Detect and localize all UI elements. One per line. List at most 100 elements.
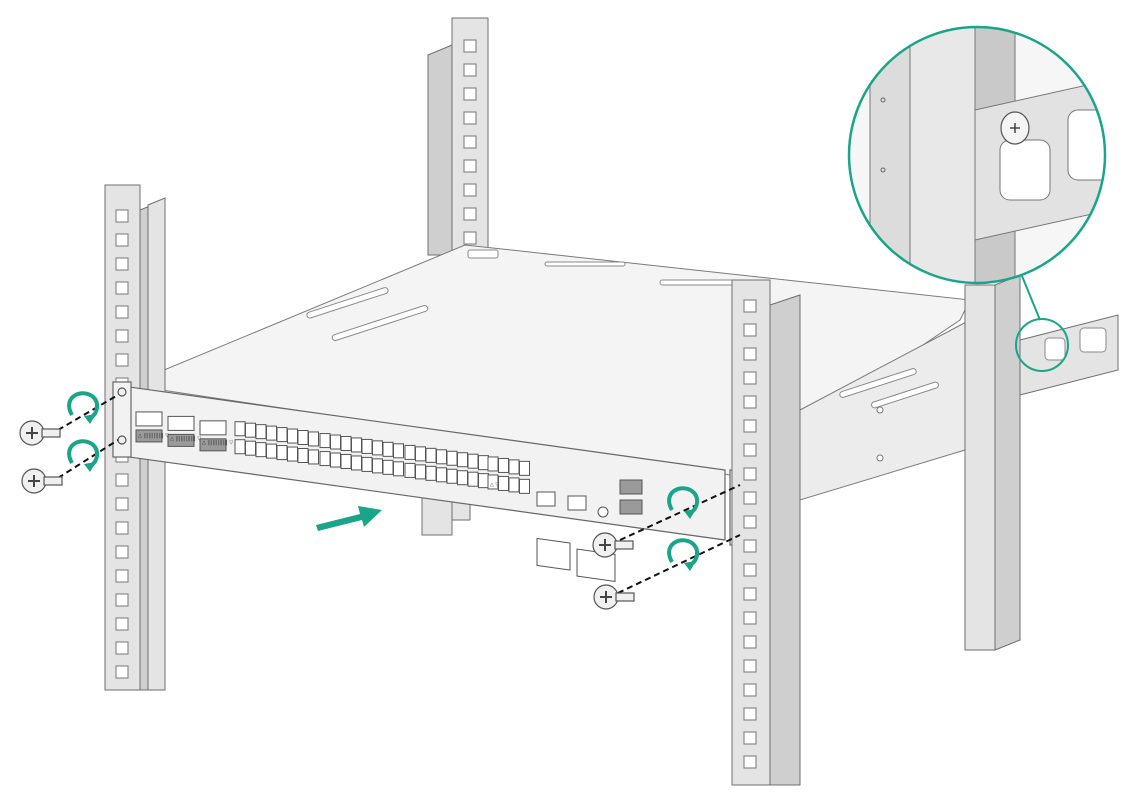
port	[308, 431, 319, 447]
rail-hole	[115, 209, 129, 223]
port-array	[135, 411, 530, 494]
port	[351, 455, 362, 471]
port	[255, 442, 267, 458]
rail-hole	[743, 395, 757, 409]
port	[467, 453, 479, 469]
rail-hole	[743, 419, 757, 433]
port	[135, 429, 163, 443]
port	[266, 443, 277, 459]
port	[135, 411, 163, 427]
port	[287, 446, 298, 462]
rail-hole	[115, 545, 129, 559]
psu-label-3: △ |||||||||||| ▽	[202, 440, 233, 446]
rail-hole	[743, 467, 757, 481]
port	[382, 459, 394, 475]
port	[319, 433, 331, 449]
rail-hole	[743, 563, 757, 577]
rail-hole	[115, 353, 129, 367]
rail-hole	[743, 755, 757, 769]
port	[436, 449, 447, 465]
port	[519, 478, 530, 494]
port	[393, 443, 404, 459]
rail-hole	[115, 569, 129, 583]
sfp-group-label: △ ▽	[490, 482, 499, 488]
front-panel: △ |||||||||||| ▽ △ |||||||||||| ▽ △ ||||…	[112, 381, 751, 583]
port	[382, 441, 394, 457]
port	[319, 451, 331, 467]
rear-left-rail	[421, 17, 489, 536]
port	[340, 435, 352, 451]
rail-hole	[463, 111, 477, 125]
rail-hole	[115, 329, 129, 343]
port	[199, 420, 227, 436]
port	[478, 455, 489, 471]
port	[276, 427, 288, 443]
psu-label-2: △ |||||||||||| ▽	[170, 436, 201, 442]
right-screws	[592, 484, 741, 610]
port	[467, 471, 479, 487]
clockwise-rotation-arrow-icon	[667, 538, 699, 571]
rail-hole	[463, 87, 477, 101]
front-right-rail	[731, 279, 801, 786]
port	[245, 422, 256, 438]
port	[361, 438, 373, 454]
port	[297, 430, 309, 445]
rail-hole	[115, 665, 129, 679]
port	[340, 453, 352, 469]
rail-hole	[463, 63, 477, 77]
port	[167, 433, 195, 447]
rail-hole	[743, 515, 757, 529]
rail-hole	[463, 183, 477, 197]
rail-hole	[463, 159, 477, 173]
rail-hole	[115, 617, 129, 631]
rail-hole	[463, 207, 477, 221]
port	[404, 462, 416, 478]
port	[457, 470, 468, 486]
rail-hole	[743, 587, 757, 601]
rail-hole	[115, 521, 129, 535]
port	[498, 457, 509, 473]
port	[361, 456, 373, 472]
port	[393, 461, 404, 477]
rail-hole	[743, 323, 757, 337]
rail-hole	[115, 281, 129, 295]
rail-hole	[463, 39, 477, 53]
port	[330, 452, 341, 468]
rail-hole	[743, 683, 757, 697]
rail-hole	[463, 135, 477, 149]
psu-label-1: △ |||||||||||| ▽	[138, 433, 169, 439]
insert-direction-arrow-icon	[316, 506, 382, 531]
rail-hole	[743, 635, 757, 649]
rail-hole	[463, 231, 477, 245]
port	[167, 415, 195, 431]
phillips-screw-icon	[19, 420, 61, 446]
clockwise-rotation-arrow-icon	[67, 391, 99, 424]
port	[297, 448, 309, 463]
rail-hole	[743, 539, 757, 553]
rail-hole	[743, 659, 757, 673]
port	[404, 444, 416, 460]
port	[308, 449, 319, 465]
port	[415, 464, 426, 480]
detail-zoom-circle	[847, 25, 1107, 372]
rail-hole	[743, 443, 757, 457]
port	[519, 460, 530, 476]
port	[436, 467, 447, 483]
port	[199, 438, 227, 452]
port	[487, 456, 499, 472]
clockwise-rotation-arrow-icon	[67, 439, 99, 472]
rail-hole	[743, 731, 757, 745]
port	[508, 477, 520, 493]
port	[457, 452, 468, 468]
port	[255, 424, 267, 440]
port	[372, 458, 383, 474]
rail-hole	[743, 371, 757, 385]
phillips-screw-icon	[593, 584, 635, 610]
rear-rail-holes	[463, 39, 477, 245]
left-screws	[19, 394, 119, 494]
port	[508, 459, 520, 475]
rail-hole	[115, 257, 129, 271]
port	[372, 440, 383, 456]
top-vents	[306, 249, 939, 409]
port	[425, 465, 437, 481]
